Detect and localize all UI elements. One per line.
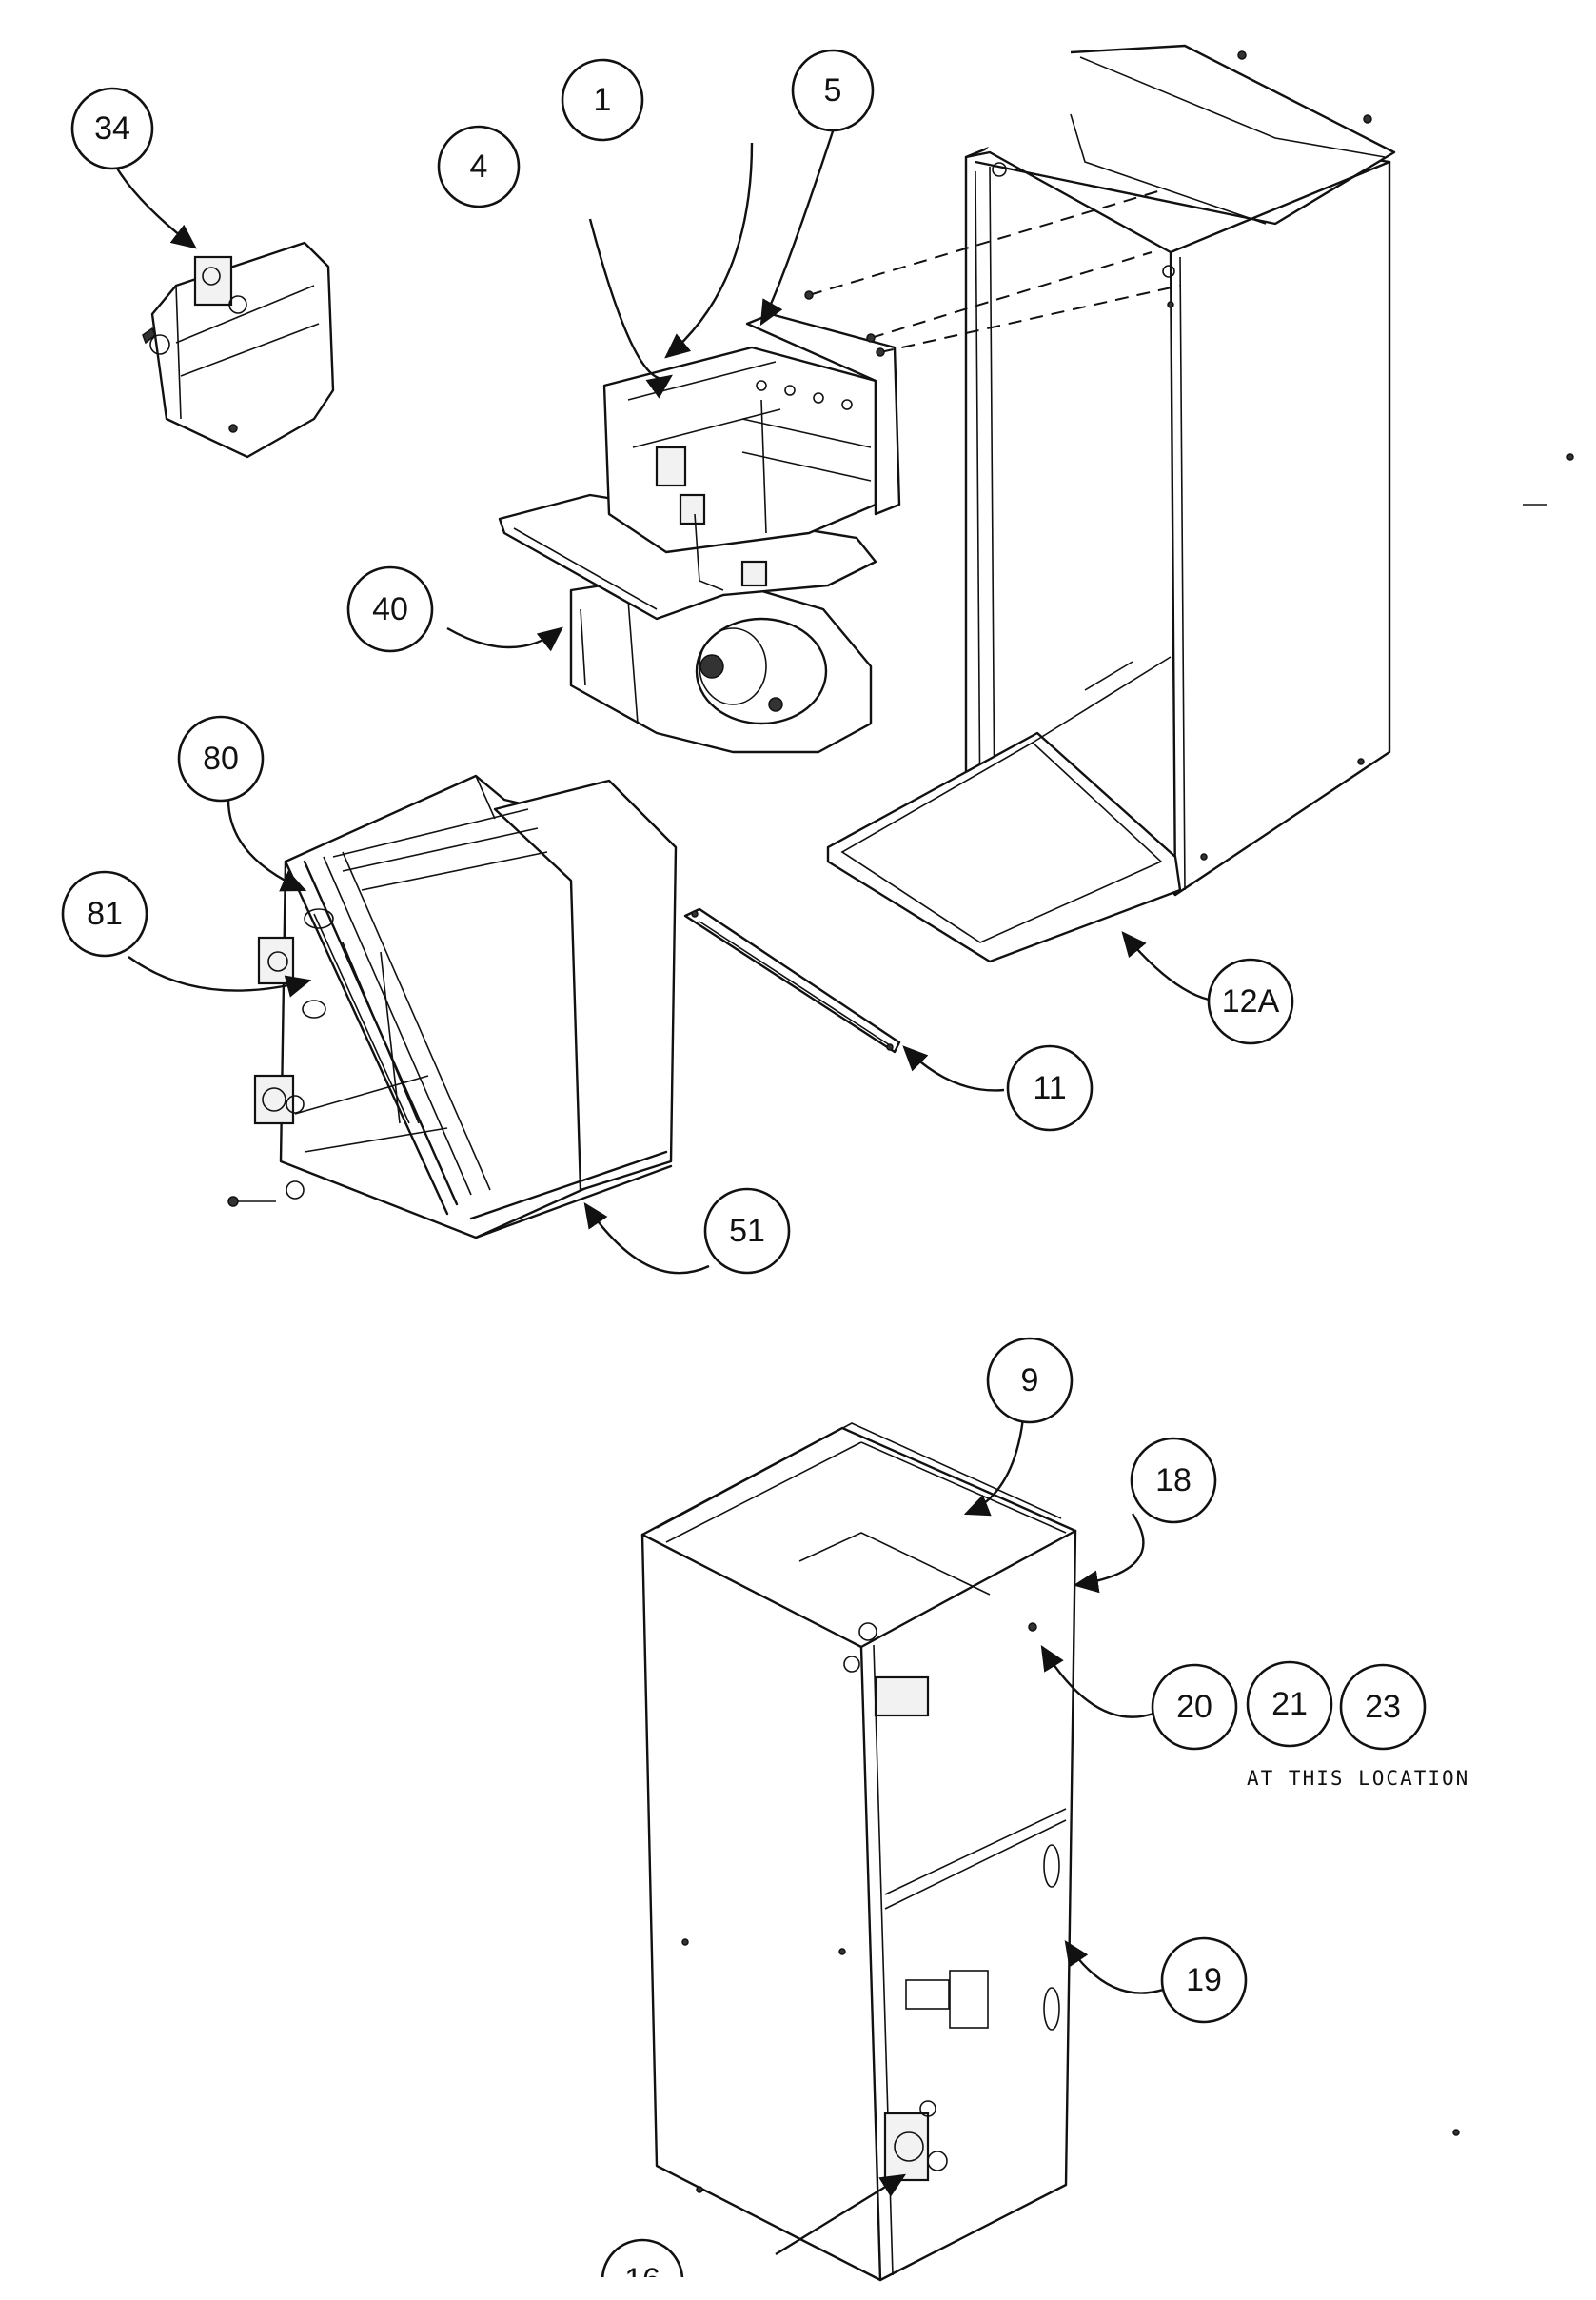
svg-text:18: 18 bbox=[1155, 1462, 1192, 1498]
svg-text:9: 9 bbox=[1021, 1362, 1039, 1398]
part-11-rail bbox=[683, 907, 901, 1054]
svg-text:20: 20 bbox=[1176, 1689, 1212, 1725]
svg-text:4: 4 bbox=[470, 149, 488, 185]
callout-4: 4 bbox=[437, 125, 521, 208]
callout-11: 11 bbox=[1006, 1044, 1094, 1132]
callout-81: 81 bbox=[61, 870, 148, 958]
callout-23: 23 bbox=[1339, 1663, 1427, 1751]
svg-text:1: 1 bbox=[594, 82, 612, 118]
svg-text:80: 80 bbox=[203, 741, 239, 777]
svg-text:81: 81 bbox=[87, 896, 123, 932]
svg-text:34: 34 bbox=[94, 110, 130, 147]
svg-text:19: 19 bbox=[1186, 1962, 1222, 1998]
callout-51: 51 bbox=[703, 1187, 791, 1275]
location-note: AT THIS LOCATION bbox=[1247, 1767, 1469, 1790]
callout-80: 80 bbox=[177, 715, 265, 803]
callout-40: 40 bbox=[346, 565, 434, 653]
callout-1: 1 bbox=[561, 58, 644, 142]
svg-text:21: 21 bbox=[1271, 1686, 1308, 1722]
blower-assembly bbox=[498, 312, 901, 754]
callout-12A: 12A bbox=[1207, 958, 1294, 1045]
svg-text:12A: 12A bbox=[1222, 983, 1280, 1020]
evaporator-coil bbox=[227, 774, 678, 1239]
crop-mask bbox=[571, 2277, 723, 2300]
callout-34: 34 bbox=[70, 87, 154, 170]
svg-text:5: 5 bbox=[824, 72, 842, 109]
callout-19: 19 bbox=[1160, 1936, 1248, 2024]
part-34-bracket bbox=[142, 241, 335, 459]
callout-20: 20 bbox=[1151, 1663, 1238, 1751]
svg-text:23: 23 bbox=[1365, 1689, 1401, 1725]
callout-21: 21 bbox=[1246, 1660, 1333, 1748]
svg-text:51: 51 bbox=[729, 1213, 765, 1249]
svg-text:40: 40 bbox=[372, 591, 408, 627]
callout-9: 9 bbox=[986, 1337, 1074, 1424]
callout-18: 18 bbox=[1130, 1437, 1217, 1524]
callout-leader-lines bbox=[110, 125, 1210, 2256]
callout-5: 5 bbox=[791, 49, 875, 132]
assembled-unit bbox=[640, 453, 1574, 2282]
svg-text:11: 11 bbox=[1033, 1070, 1066, 1106]
cabinet-shell bbox=[804, 44, 1396, 963]
